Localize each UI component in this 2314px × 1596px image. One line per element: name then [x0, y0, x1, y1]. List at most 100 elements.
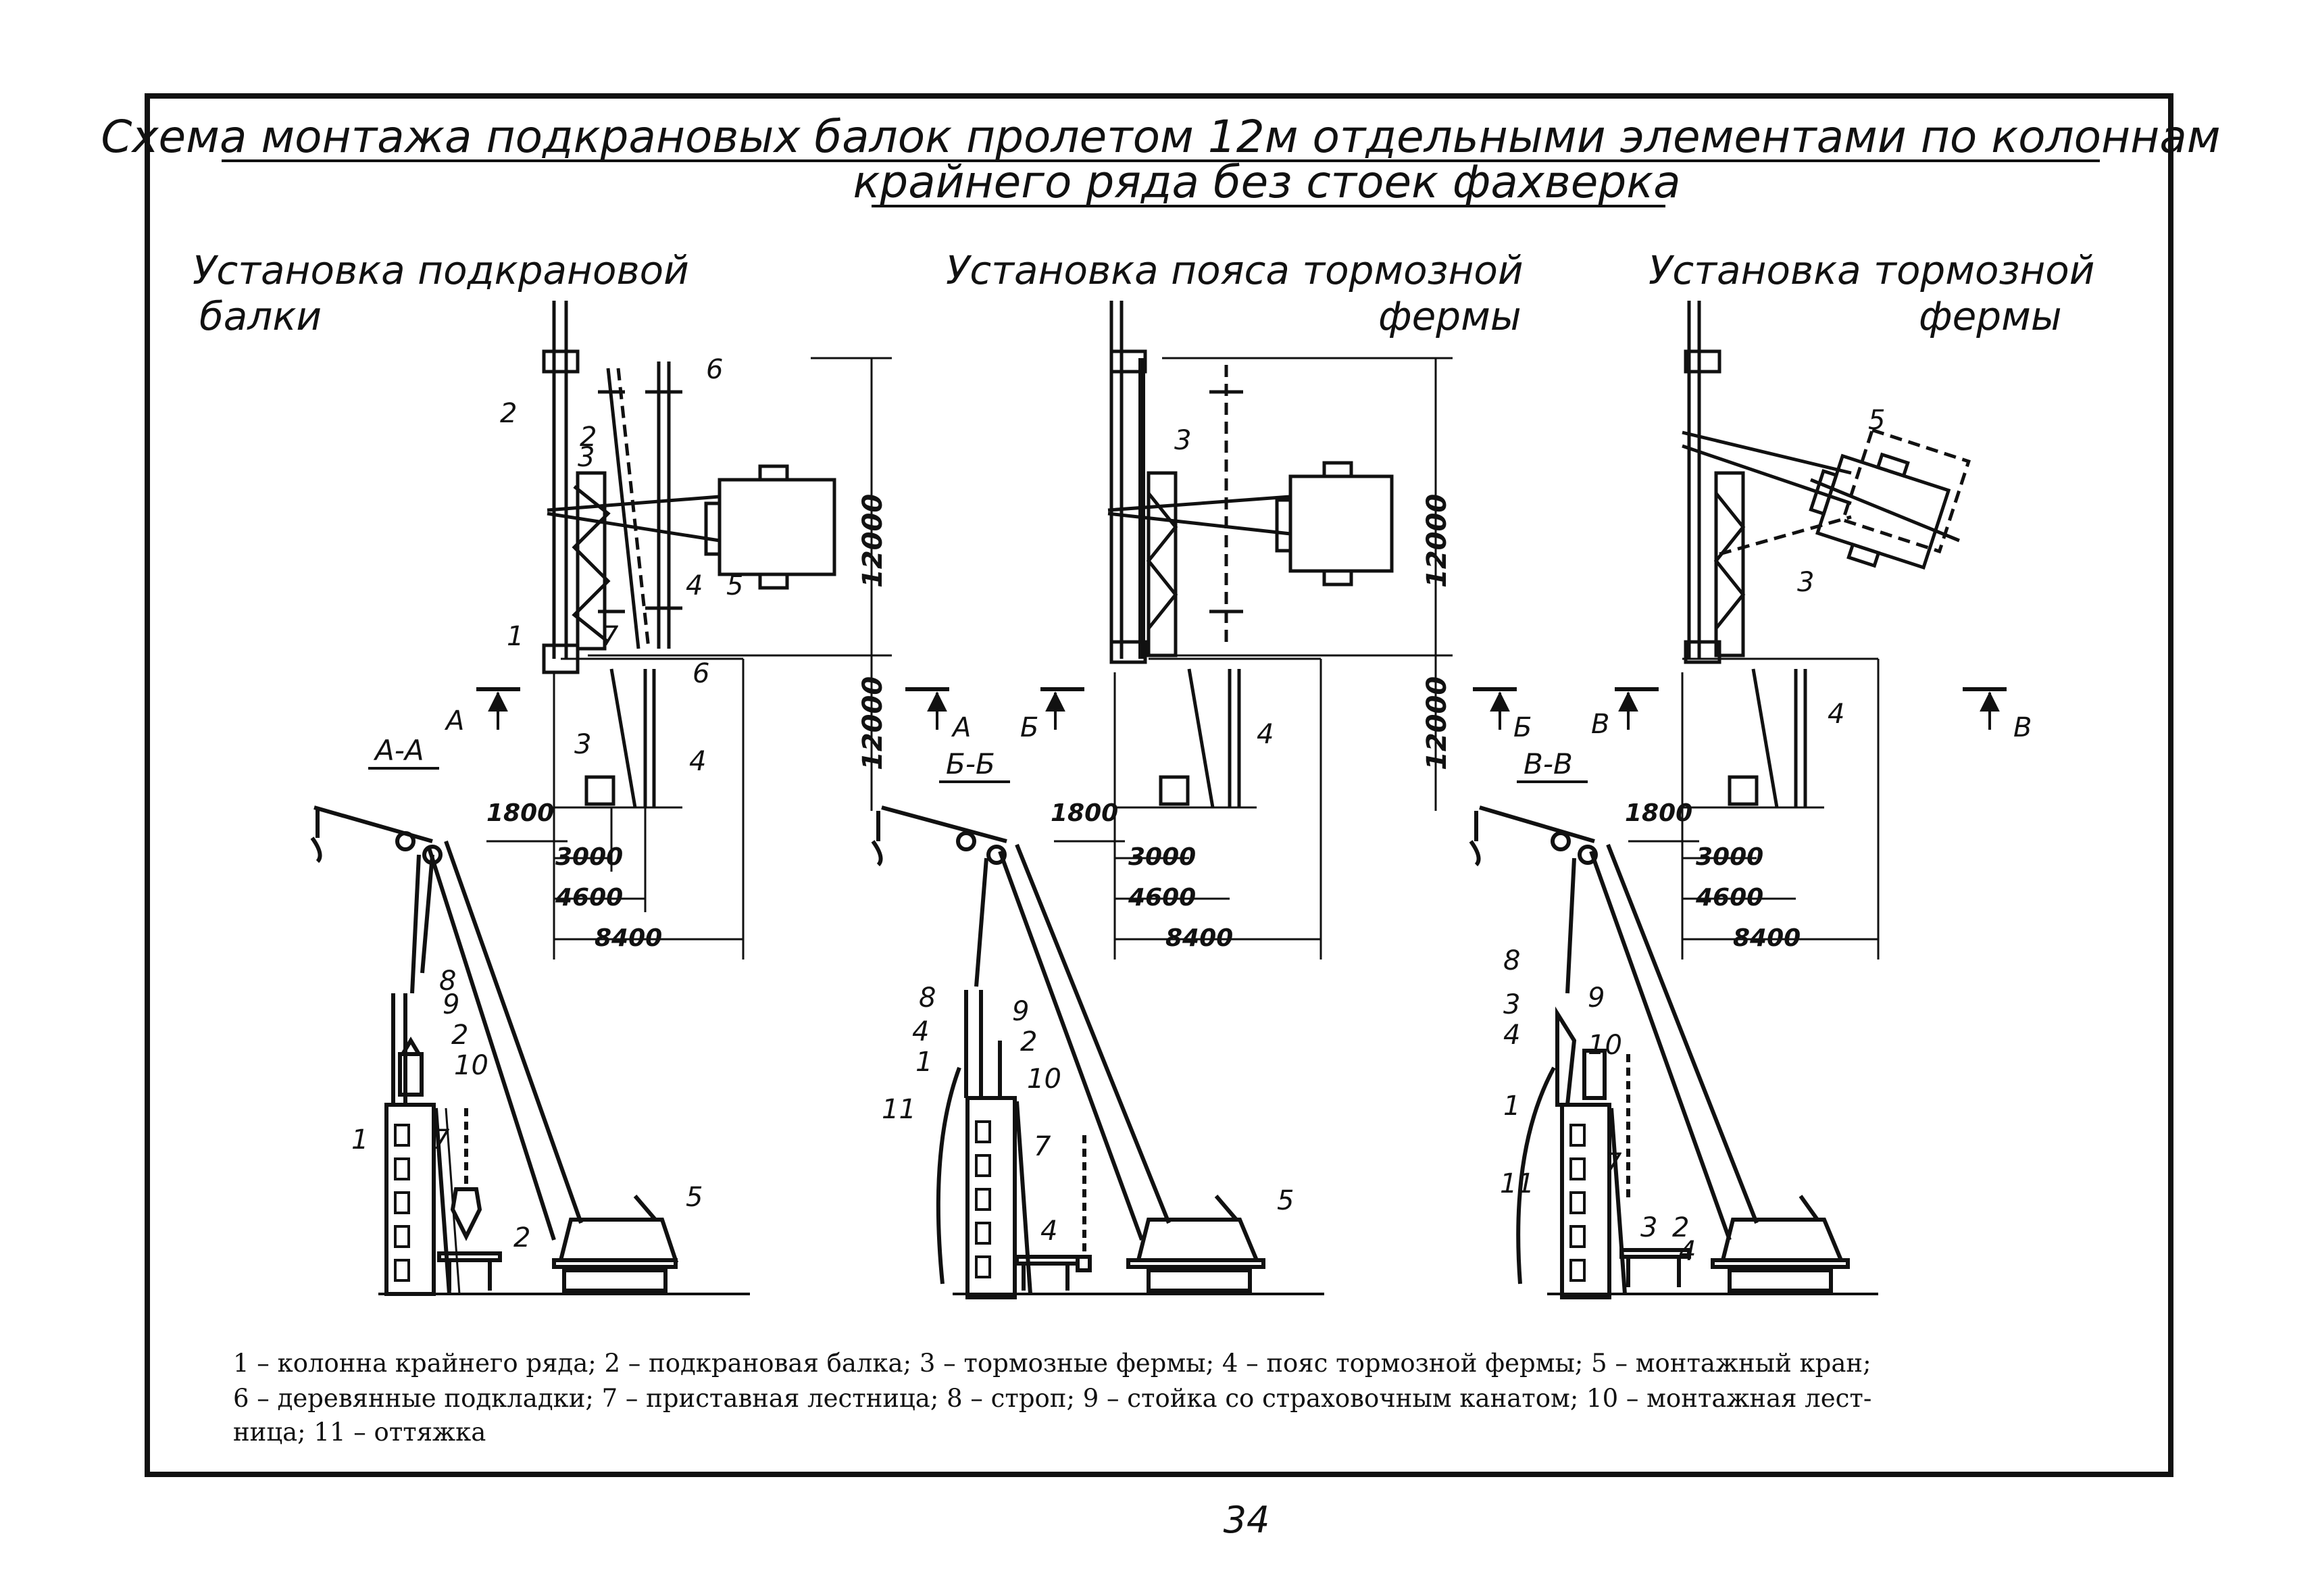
legend-line-3: ница; 11 – оттяжка — [233, 1418, 486, 1447]
callout-10: 10 — [1588, 1030, 1622, 1061]
panel-1-cut-letter: А — [444, 705, 464, 737]
panel-3-dim-chain — [1628, 840, 1878, 941]
callout-1: 1 — [351, 1124, 368, 1155]
panel-1-dim-8400: 8400 — [595, 924, 662, 952]
callout-6: 6 — [693, 658, 709, 689]
panel-2-heading-line1: Установка пояса тормозной — [946, 247, 1524, 293]
callout-3: 3 — [1797, 567, 1814, 598]
panel-3-dim-1800: 1800 — [1625, 799, 1692, 827]
panel-1-dim-span-upper: 12000 — [857, 494, 888, 588]
panel-1-crane — [310, 805, 750, 1296]
panel-2-heading-line2: фермы — [1378, 293, 1521, 339]
panel-2-dim-4600: 4600 — [1128, 884, 1196, 912]
panel-3-section-markers — [1473, 687, 2007, 730]
panel-2-dim-8400: 8400 — [1165, 924, 1233, 952]
panel-3-crane — [1469, 805, 1878, 1299]
panel-2-crane — [871, 805, 1324, 1299]
sheet-frame — [145, 93, 2173, 1477]
callout-5: 5 — [1277, 1185, 1294, 1216]
callout-6: 6 — [706, 354, 723, 385]
callout-8: 8 — [919, 982, 936, 1014]
callout-2: 2 — [451, 1020, 468, 1051]
callout-4: 4 — [686, 570, 703, 601]
title-block: Схема монтажа подкрановых балок пролетом… — [101, 111, 2220, 208]
legend-line-2: 6 – деревянные подкладки; 7 – приставная… — [233, 1384, 1871, 1413]
callout-7: 7 — [601, 621, 619, 652]
panel-3-cut-letter: В — [1591, 709, 1609, 740]
panel-1-callouts: 2 2 3 6 5 4 1 7 6 3 4 8 9 2 10 1 7 2 5 — [351, 354, 743, 1253]
panel-3-cut-letter-prev: Б — [1513, 712, 1532, 743]
panel-3-dim-8400: 8400 — [1733, 924, 1801, 952]
callout-11: 11 — [1500, 1168, 1534, 1199]
panel-1-dim-3000: 3000 — [555, 843, 623, 871]
callout-2: 2 — [513, 1222, 530, 1253]
callout-7: 7 — [1034, 1131, 1051, 1162]
callout-2: 2 — [1020, 1026, 1037, 1057]
callout-7: 7 — [1605, 1148, 1622, 1179]
panel-1-plan — [542, 301, 892, 959]
panel-3-plan — [1681, 301, 1971, 959]
callout-3: 3 — [1174, 425, 1191, 456]
callout-1: 1 — [915, 1047, 932, 1078]
panel-1-dim-1800: 1800 — [486, 799, 554, 827]
callout-9: 9 — [443, 989, 459, 1020]
legend: 1 – колонна крайнего ряда; 2 – подкранов… — [233, 1349, 1871, 1447]
callout-8: 8 — [1503, 945, 1520, 976]
title-line-2: крайнего ряда без стоек фахверка — [853, 156, 1680, 208]
panel-2-dim-span-upper: 12000 — [1422, 494, 1453, 588]
callout-7: 7 — [432, 1124, 450, 1155]
panel-1-dim-chain — [486, 807, 743, 941]
panel-3-dim-3000: 3000 — [1696, 843, 1763, 871]
panel-headings: Установка подкрановой балки Установка по… — [193, 247, 2094, 339]
legend-line-1: 1 – колонна крайнего ряда; 2 – подкранов… — [233, 1349, 1871, 1378]
panel-2-section-markers — [905, 687, 1084, 730]
panel-1-section-marker — [476, 687, 520, 730]
callout-11: 11 — [882, 1094, 916, 1125]
callout-5: 5 — [726, 570, 743, 601]
panel-3-section-label: В-В — [1524, 747, 1573, 780]
panel-3-heading-line1: Установка тормозной — [1649, 247, 2094, 293]
callout-1: 1 — [1503, 1091, 1520, 1122]
callout-5: 5 — [1868, 405, 1885, 436]
panel-1-dim-4600: 4600 — [555, 884, 623, 912]
panel-3-heading-line2: фермы — [1919, 293, 2062, 339]
panel-2-dim-3000: 3000 — [1128, 843, 1196, 871]
panel-1-heading-line1: Установка подкрановой — [193, 247, 689, 293]
callout-9: 9 — [1588, 982, 1605, 1014]
title-line-1: Схема монтажа подкрановых балок пролетом… — [101, 111, 2220, 163]
callout-9: 9 — [1012, 996, 1029, 1027]
panel-2-plan — [1107, 301, 1453, 959]
panel-2-dim-1800: 1800 — [1051, 799, 1118, 827]
callout-2: 2 — [500, 398, 517, 429]
callout-3: 3 — [574, 729, 591, 760]
callout-4: 4 — [1828, 699, 1844, 730]
panel-2-dim-span-lower: 12000 — [1422, 676, 1453, 770]
callout-10: 10 — [1027, 1064, 1061, 1095]
panel-1-dim-span-lower: 12000 — [857, 676, 888, 770]
callout-4: 4 — [1503, 1020, 1520, 1051]
callout-4: 4 — [912, 1016, 929, 1047]
panel-3-cut-letter-right: В — [2013, 712, 2032, 743]
page-number: 34 — [1224, 1499, 1270, 1541]
callout-10: 10 — [454, 1050, 488, 1081]
callout-8: 8 — [439, 966, 456, 997]
callout-5: 5 — [686, 1182, 703, 1213]
panel-1-heading-line2: балки — [199, 293, 322, 339]
callout-4: 4 — [1679, 1236, 1696, 1267]
panel-3-dim-4600: 4600 — [1695, 884, 1763, 912]
panel-2-callouts: 3 4 8 9 4 2 1 10 11 7 4 5 — [882, 425, 1294, 1247]
callout-4: 4 — [689, 746, 706, 777]
callout-3: 3 — [1503, 989, 1520, 1020]
callout-3: 3 — [578, 442, 595, 473]
panel-2-cut-letter: Б — [1020, 712, 1038, 743]
panel-1-section-label: А-А — [373, 734, 424, 767]
callout-4: 4 — [1257, 719, 1274, 750]
callout-2: 2 — [1672, 1212, 1689, 1243]
callout-4: 4 — [1040, 1216, 1057, 1247]
callout-2: 2 — [580, 422, 597, 453]
callout-1: 1 — [507, 621, 524, 652]
panel-2-section-label: Б-Б — [946, 747, 995, 780]
panel-2-cut-letter-prev: А — [951, 712, 971, 743]
callout-3: 3 — [1640, 1212, 1657, 1243]
